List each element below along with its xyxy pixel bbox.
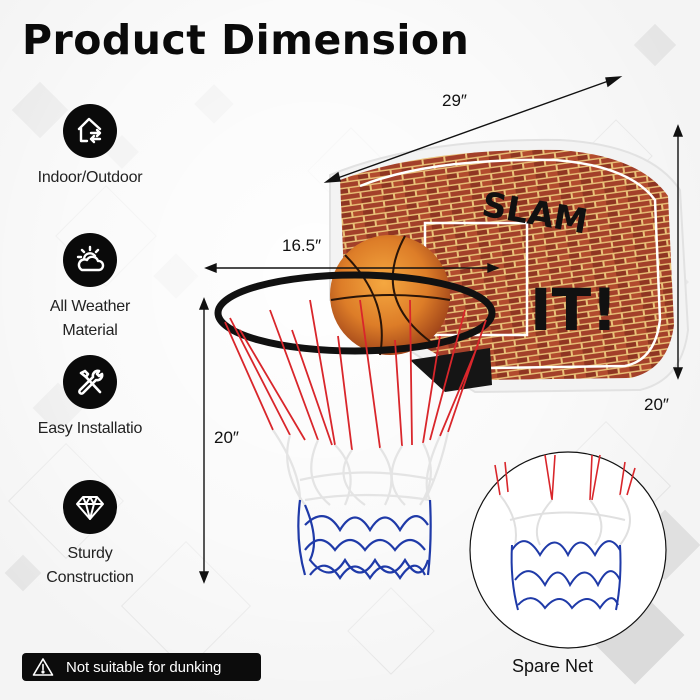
warning-text: Not suitable for dunking [66, 658, 222, 676]
basketball [330, 235, 451, 356]
net-blue [297, 499, 432, 581]
feature-label-line2: Material [62, 322, 118, 339]
feature-label-line1: Sturdy [67, 545, 113, 562]
diamond-icon [63, 480, 117, 534]
dimension-rim-diameter: 16.5″ [282, 236, 322, 255]
rim [214, 271, 496, 355]
house-arrows-icon [63, 104, 117, 158]
dimension-backboard-width: 29″ [442, 91, 467, 110]
spare-net-label: Spare Net [512, 656, 594, 676]
net-red [224, 299, 487, 451]
page-title: Product Dimension [22, 16, 470, 64]
feature-easy-installation: Easy Installatio [0, 355, 180, 441]
spare-net-image [469, 451, 667, 649]
feature-label-line1: All Weather [49, 298, 131, 315]
dimension-net-length: 20″ [214, 428, 239, 447]
net-white [272, 429, 450, 506]
feature-all-weather: All Weather Material [0, 233, 180, 343]
feature-label-line2: Construction [46, 569, 134, 586]
tools-icon [63, 355, 117, 409]
sun-cloud-icon [63, 233, 117, 287]
feature-indoor-outdoor: Indoor/Outdoor [0, 104, 180, 190]
warning-triangle-icon [32, 657, 54, 677]
dimension-arrows [198, 76, 684, 584]
dimension-backboard-height: 20″ [644, 395, 669, 414]
warning-badge: Not suitable for dunking [22, 653, 261, 681]
feature-sturdy-construction: Sturdy Construction [0, 480, 180, 590]
graffiti-text: IT! [530, 276, 618, 344]
